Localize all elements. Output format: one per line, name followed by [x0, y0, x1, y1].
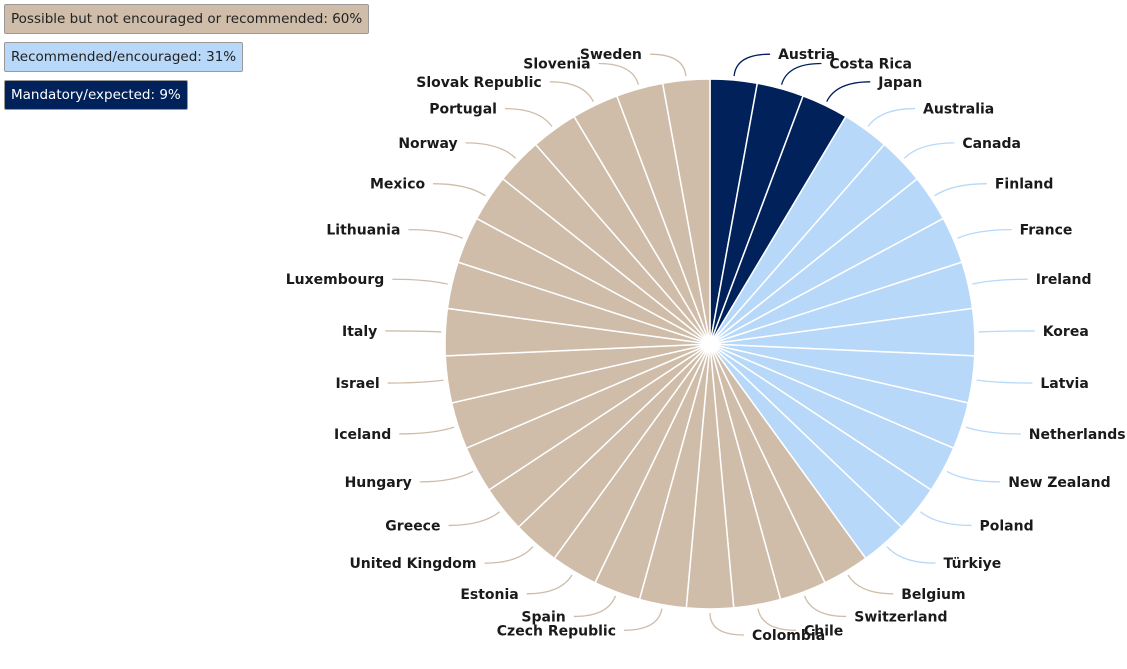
leader-line: [624, 608, 663, 631]
pie-slices: [444, 78, 976, 610]
slice-label: Slovak Republic: [416, 75, 541, 91]
slice-label: Latvia: [1040, 376, 1088, 392]
leader-line: [484, 546, 534, 564]
leader-line: [598, 62, 640, 85]
leader-line: [733, 53, 771, 77]
slice-label: Lithuania: [326, 223, 400, 239]
leader-line: [757, 608, 796, 631]
leader-line: [919, 511, 972, 527]
slice-label: Poland: [980, 518, 1034, 534]
slice-label: Hungary: [345, 475, 412, 491]
leader-line: [433, 183, 486, 197]
leader-line: [886, 546, 936, 564]
leader-lines: [385, 53, 1035, 636]
slice-label: Norway: [398, 136, 457, 152]
slice-label: Chile: [804, 623, 843, 639]
legend-item-possible[interactable]: Possible but not encouraged or recommend…: [4, 4, 370, 34]
slice-label: New Zealand: [1008, 475, 1110, 491]
slice-label: Australia: [923, 102, 994, 118]
leader-line: [903, 142, 955, 159]
leader-line: [504, 107, 553, 127]
slice-sweden[interactable]: [661, 78, 711, 345]
pie-center: [702, 336, 718, 352]
leader-line: [847, 574, 894, 595]
slice-label: Korea: [1043, 324, 1089, 340]
slice-label: Mexico: [370, 177, 426, 193]
leader-line: [826, 81, 871, 102]
leader-line: [649, 53, 687, 77]
leader-line: [549, 81, 594, 102]
slice-label: Czech Republic: [497, 623, 616, 639]
slice-label: Switzerland: [854, 609, 947, 625]
slice-label: United Kingdom: [349, 556, 476, 572]
leader-line: [387, 379, 444, 384]
leader-line: [392, 278, 448, 285]
leader-line: [957, 228, 1012, 239]
slice-label: Ireland: [1036, 272, 1092, 288]
slice-label: Japan: [877, 75, 922, 91]
leader-line: [573, 595, 617, 618]
leader-line: [934, 183, 987, 197]
slice-label: Costa Rica: [829, 56, 912, 72]
leader-line: [408, 228, 463, 239]
slice-label: Iceland: [334, 427, 391, 443]
leader-line: [465, 142, 517, 159]
slice-label: Italy: [342, 324, 377, 340]
slice-label: France: [1020, 223, 1073, 239]
leader-line: [419, 470, 474, 483]
slice-label: Slovenia: [523, 56, 590, 72]
leader-line: [709, 612, 745, 636]
slice-label: Luxembourg: [286, 272, 385, 288]
slice-label: Portugal: [429, 102, 497, 118]
slice-label: Colombia: [752, 628, 825, 644]
slice-label: Israel: [335, 376, 379, 392]
leader-line: [946, 470, 1001, 483]
leader-line: [972, 278, 1028, 285]
slice-label: Türkiye: [943, 556, 1001, 572]
leader-line: [399, 426, 455, 435]
leader-line: [976, 379, 1033, 384]
slice-label: Finland: [995, 177, 1054, 193]
leader-line: [526, 574, 573, 595]
leader-line: [965, 426, 1021, 435]
leader-line: [867, 107, 916, 127]
slice-label: Spain: [521, 609, 565, 625]
slice-label: Belgium: [901, 587, 965, 603]
legend-item-recommended[interactable]: Recommended/encouraged: 31%: [4, 42, 244, 72]
legend: Possible but not encouraged or recommend…: [4, 4, 370, 118]
leader-line: [385, 330, 442, 333]
slice-label: Netherlands: [1029, 427, 1126, 443]
slice-label: Sweden: [580, 47, 642, 63]
leader-line: [780, 62, 822, 85]
leader-line: [803, 595, 847, 618]
leader-line: [978, 330, 1035, 333]
slice-label: Greece: [385, 518, 440, 534]
leader-line: [448, 511, 501, 527]
slice-label: Austria: [778, 47, 835, 63]
slice-label: Estonia: [460, 587, 518, 603]
legend-item-mandatory[interactable]: Mandatory/expected: 9%: [4, 80, 188, 110]
slice-label: Canada: [962, 136, 1021, 152]
